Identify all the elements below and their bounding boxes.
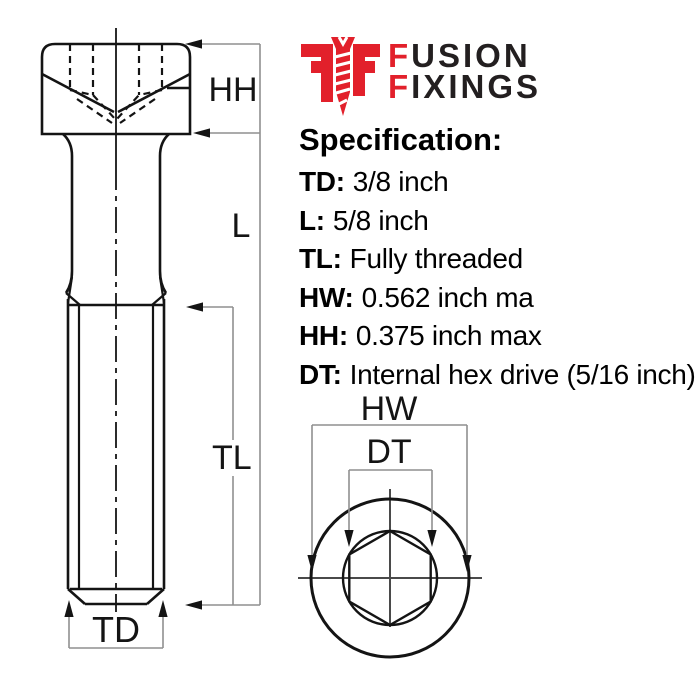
spec-label: HW: [299,281,354,313]
spec-label: HH: [299,320,348,352]
spec-row-tl: TL:Fully threaded [299,240,699,279]
brand-line-fusion: FUSION [388,39,541,72]
dimension-label-tl: TL [208,440,256,476]
spec-row-hw: HW:0.562 inch ma [299,279,699,318]
spec-row-hh: HH:0.375 inch max [299,317,699,356]
brand-initial: F [388,37,412,74]
spec-row-l: L:5/8 inch [299,202,699,241]
spec-value: Fully threaded [349,243,524,275]
spec-value: 5/8 inch [332,204,429,236]
top-view-dimension-arrowheads [307,530,472,572]
screw-side-view [40,28,192,612]
hex-socket-recess [348,529,432,627]
spec-value: 0.562 inch ma [361,281,534,313]
logo-screw-thread-lines [334,36,352,106]
dimension-label-l: L [231,207,251,245]
brand-rest: USION [411,37,531,74]
spec-label: L: [299,204,325,236]
screw-head-top-view [298,424,482,659]
top-view-dimension-lines [311,424,468,557]
spec-value: Internal hex drive (5/16 inch) [349,358,696,390]
specification-block: Specification: TD:3/8 inch L:5/8 inch TL… [299,121,699,395]
spec-label: TD: [299,166,345,197]
brand-rest: IXINGS [411,67,542,105]
dimension-label-hw: HW [360,390,418,428]
spec-value: 3/8 inch [352,166,449,197]
brand-wordmark: FUSION FIXINGS [388,39,541,103]
logo-screw-icon [331,37,355,116]
screw-shank [62,133,170,294]
logo-left-mirrored-f [301,44,333,102]
brand-initial: F [388,67,412,105]
head-outer-circle [309,497,471,659]
dimension-label-td: TD [92,609,140,650]
thread-runout [65,276,167,306]
screw-tip-chamfer [67,588,165,606]
side-view-dimension-arrowheads [64,39,210,617]
spec-value: 0.375 inch max [355,320,542,352]
spec-row-td: TD:3/8 inch [299,163,699,202]
spec-label: DT: [299,358,342,390]
spec-label: TL: [299,243,342,275]
threaded-section [66,299,166,591]
logo-right-f [353,44,380,96]
specification-title: Specification: [299,122,503,157]
crosshair-centerlines [298,489,482,627]
spec-row-dt: DT:Internal hex drive (5/16 inch) [299,356,699,395]
dimension-label-hh: HH [208,71,258,109]
fusion-fixings-logo-icon [301,36,380,116]
dimension-label-dt: DT [366,433,412,471]
brand-line-fixings: FIXINGS [388,70,541,103]
hex-socket-hidden-lines [68,44,164,124]
